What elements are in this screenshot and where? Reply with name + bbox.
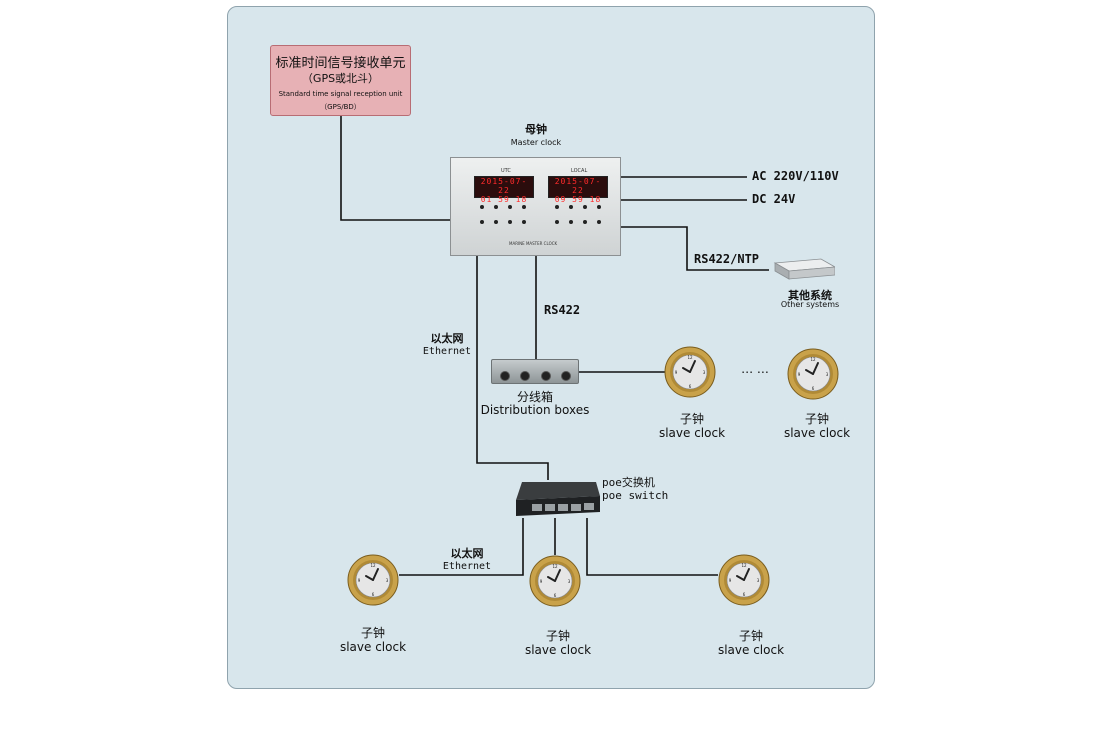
gps-sub-cn: （GPS或北斗） (301, 72, 380, 85)
svg-text:6: 6 (554, 593, 557, 598)
master-button[interactable] (494, 220, 498, 224)
slave-bottom-2-label-en: slave clock (524, 643, 592, 657)
utc-time: 01 59 18 (480, 195, 528, 204)
slave-bottom-1-label-cn: 子钟 (360, 626, 385, 640)
local-date: 2015-07-22 (554, 177, 602, 195)
rs422-label: RS422 (544, 303, 581, 317)
local-display: 2015-07-22 09 59 18 (548, 176, 608, 204)
slave-top-1-label-cn: 子钟 (679, 412, 704, 426)
gps-title-cn: 标准时间信号接收单元 (275, 56, 406, 71)
other-systems-label-cn: 其他系统 (788, 289, 832, 302)
utc-display: 2015-07-22 01 59 18 (474, 176, 534, 204)
dist-port (500, 371, 510, 381)
master-button[interactable] (555, 205, 559, 209)
svg-text:6: 6 (372, 592, 375, 597)
master-button[interactable] (522, 220, 526, 224)
rs422-ntp-label: RS422/NTP (694, 252, 760, 266)
master-button[interactable] (508, 220, 512, 224)
ethernet-bottom-label-en: Ethernet (442, 561, 492, 572)
svg-text:6: 6 (689, 384, 692, 389)
utc-label: UTC (501, 168, 511, 174)
svg-text:9: 9 (675, 370, 678, 375)
master-button[interactable] (597, 220, 601, 224)
gps-sub-en: （GPS/BD） (320, 103, 361, 111)
svg-text:3: 3 (757, 578, 760, 583)
poe-switch-label-en: poe switch (602, 489, 669, 502)
master-panel-text: MARINE MASTER CLOCK (509, 241, 558, 246)
master-button[interactable] (555, 220, 559, 224)
distribution-label-en: Distribution boxes (480, 403, 590, 417)
dist-port (520, 371, 530, 381)
slave-bottom-2-label-cn: 子钟 (545, 629, 570, 643)
master-button[interactable] (583, 220, 587, 224)
dc-power-label: DC 24V (752, 192, 796, 206)
slave-top-2-label-en: slave clock (783, 426, 851, 440)
gps-reception-unit: 标准时间信号接收单元 （GPS或北斗） Standard time signal… (270, 45, 411, 116)
ethernet-top-label-en: Ethernet (422, 346, 472, 357)
master-button[interactable] (494, 205, 498, 209)
master-button[interactable] (480, 220, 484, 224)
master-button[interactable] (597, 205, 601, 209)
svg-text:12: 12 (741, 563, 747, 568)
ellipsis-label: … … (741, 362, 769, 376)
poe-switch-device (516, 482, 600, 516)
slave-clock-icon: 12 3 6 9 (529, 555, 581, 607)
slave-bottom-3-label-en: slave clock (717, 643, 785, 657)
master-button[interactable] (480, 205, 484, 209)
local-label: LOCAL (571, 168, 588, 174)
ethernet-top-label-cn: 以太网 (430, 332, 464, 345)
svg-text:12: 12 (552, 564, 558, 569)
master-button[interactable] (569, 220, 573, 224)
slave-clock-icon: 12 3 6 9 (664, 346, 716, 398)
poe-switch-label-cn: poe交换机 (602, 476, 655, 489)
svg-text:12: 12 (370, 563, 376, 568)
dist-port (541, 371, 551, 381)
master-button[interactable] (508, 205, 512, 209)
utc-date: 2015-07-22 (480, 177, 528, 195)
master-button[interactable] (522, 205, 526, 209)
slave-clock-icon: 12 3 6 9 (787, 348, 839, 400)
master-clock-device: UTC LOCAL 2015-07-22 01 59 18 2015-07-22… (450, 157, 621, 256)
svg-text:9: 9 (358, 578, 361, 583)
slave-bottom-1-label-en: slave clock (339, 640, 407, 654)
ac-power-label: AC 220V/110V (752, 169, 839, 183)
master-button[interactable] (569, 205, 573, 209)
slave-bottom-3-label-cn: 子钟 (738, 629, 763, 643)
slave-clock-icon: 12 3 6 9 (347, 554, 399, 606)
slave-clock-icon: 12 3 6 9 (718, 554, 770, 606)
other-systems-device (773, 258, 835, 280)
other-systems-label-en: Other systems (780, 300, 840, 309)
master-clock-label-en: Master clock (510, 138, 562, 147)
svg-text:9: 9 (798, 372, 801, 377)
ethernet-bottom-label-cn: 以太网 (450, 547, 484, 560)
svg-text:6: 6 (812, 386, 815, 391)
line-ethernet-master-switch (476, 256, 549, 480)
svg-text:3: 3 (826, 372, 829, 377)
distribution-label-cn: 分线箱 (516, 390, 553, 404)
svg-text:3: 3 (568, 579, 571, 584)
svg-text:12: 12 (810, 357, 816, 362)
slave-top-2-label-cn: 子钟 (804, 412, 829, 426)
line-gps-to-master (340, 116, 450, 221)
local-time: 09 59 18 (554, 195, 602, 204)
distribution-box (491, 359, 579, 384)
svg-text:6: 6 (743, 592, 746, 597)
line-switch-slave-right (586, 518, 718, 576)
svg-text:9: 9 (729, 578, 732, 583)
master-clock-label-cn: 母钟 (525, 123, 547, 136)
svg-text:12: 12 (687, 355, 693, 360)
master-button[interactable] (583, 205, 587, 209)
svg-text:3: 3 (386, 578, 389, 583)
slave-top-1-label-en: slave clock (658, 426, 726, 440)
svg-text:3: 3 (703, 370, 706, 375)
svg-text:9: 9 (540, 579, 543, 584)
dist-port (561, 371, 571, 381)
line-rs422-ntp (621, 226, 769, 271)
gps-title-en: Standard time signal reception unit (278, 90, 403, 98)
line-switch-slave-left (399, 518, 524, 576)
